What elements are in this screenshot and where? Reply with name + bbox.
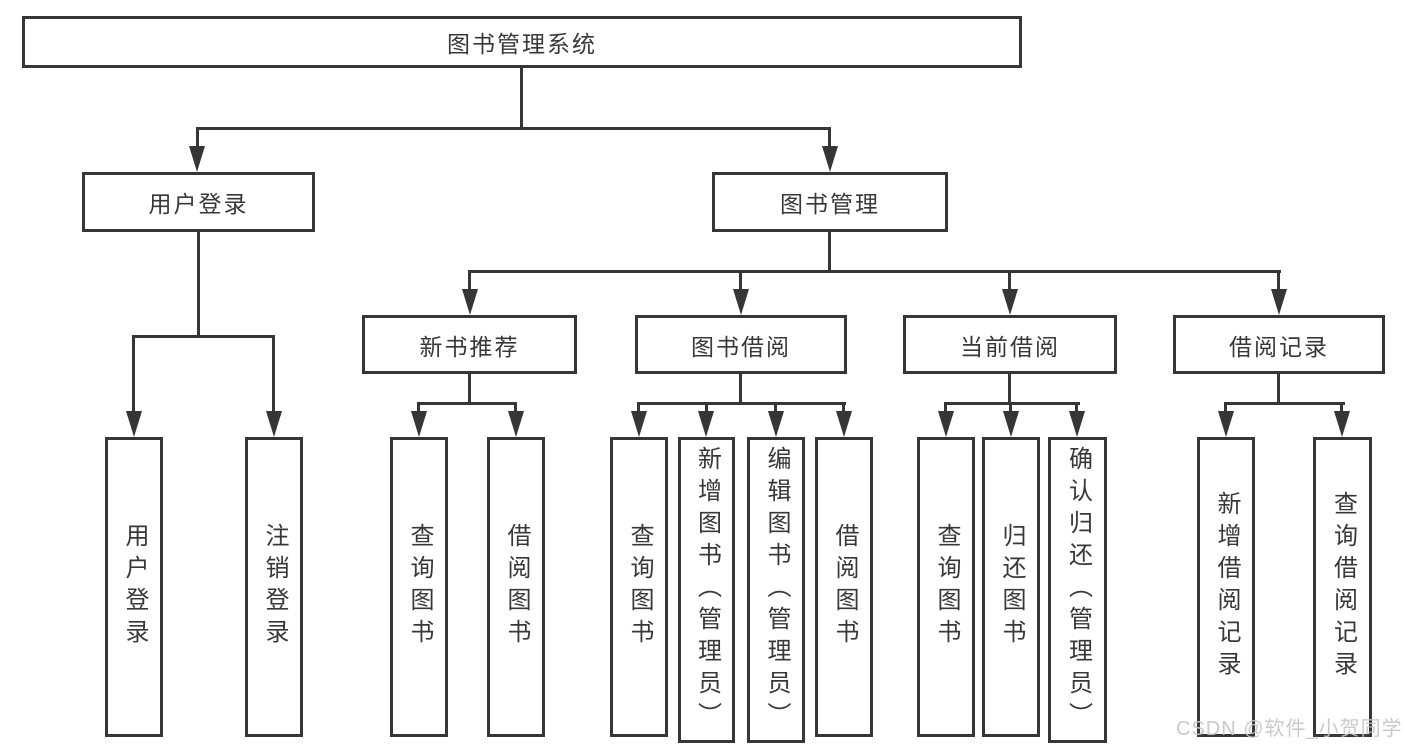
leaf-logout: 注销登录: [245, 437, 303, 737]
connector-line: [417, 402, 420, 413]
leaf-query-borrow-record-label: 查询借阅记录: [1329, 491, 1357, 683]
arrow-down-icon: [822, 146, 838, 172]
leaf-edit-book-admin: 编辑图书（管理员）: [747, 437, 805, 743]
connector-line: [468, 270, 1281, 273]
arrow-down-icon: [1002, 289, 1018, 315]
leaf-borrow-books-label: 借阅图书: [831, 523, 858, 651]
node-root: 图书管理系统: [22, 16, 1022, 68]
arrow-down-icon: [266, 411, 282, 437]
leaf-add-book-admin: 新增图书（管理员）: [678, 437, 735, 743]
node-new-book-recommend: 新书推荐: [362, 315, 577, 374]
connector-line: [1075, 402, 1078, 413]
leaf-return-book: 归还图书: [982, 437, 1040, 737]
connector-line: [417, 402, 517, 405]
connector-line: [1224, 402, 1227, 413]
node-new-book-recommend-label: 新书推荐: [419, 333, 520, 360]
connector-line: [197, 232, 200, 338]
leaf-logout-label: 注销登录: [261, 523, 288, 651]
connector-line: [774, 402, 777, 413]
arrow-down-icon: [733, 289, 749, 315]
leaf-borrow-books-recommend: 借阅图书: [487, 437, 545, 737]
arrow-down-icon: [1069, 411, 1085, 437]
leaf-query-books-current-label: 查询图书: [933, 523, 960, 651]
arrow-down-icon: [768, 411, 784, 437]
connector-line: [944, 402, 1080, 405]
leaf-borrow-books-recommend-label: 借阅图书: [503, 523, 530, 651]
arrow-down-icon: [836, 411, 852, 437]
leaf-query-books-borrow: 查询图书: [610, 437, 668, 737]
connector-line: [468, 374, 471, 405]
csdn-watermark: CSDN @软件_小贺同学: [1176, 718, 1403, 740]
connector-line: [828, 127, 831, 150]
connector-line: [637, 402, 640, 413]
leaf-add-book-admin-label: 新增图书（管理员）: [693, 446, 721, 734]
leaf-return-book-label: 归还图书: [998, 523, 1025, 651]
connector-line: [842, 402, 845, 413]
connector-line: [196, 127, 831, 130]
connector-line: [1277, 374, 1280, 405]
node-root-label: 图书管理系统: [447, 31, 597, 57]
leaf-query-borrow-record: 查询借阅记录: [1313, 437, 1372, 737]
node-book-borrow: 图书借阅: [635, 315, 847, 374]
arrow-down-icon: [698, 411, 714, 437]
connector-line: [1277, 270, 1280, 292]
connector-line: [468, 270, 471, 292]
node-borrow-records-label: 借阅记录: [1229, 333, 1329, 360]
connector-line: [1008, 270, 1011, 292]
node-borrow-records: 借阅记录: [1173, 315, 1385, 374]
connector-line: [520, 68, 523, 130]
connector-line: [196, 127, 199, 150]
leaf-borrow-books: 借阅图书: [815, 437, 873, 737]
connector-line: [1224, 402, 1345, 405]
arrow-down-icon: [189, 146, 205, 172]
leaf-query-books-recommend: 查询图书: [390, 437, 448, 737]
arrow-down-icon: [1003, 411, 1019, 437]
connector-line: [1340, 402, 1343, 413]
leaf-add-borrow-record-label: 新增借阅记录: [1213, 491, 1240, 683]
node-current-borrow: 当前借阅: [903, 315, 1117, 374]
arrow-down-icon: [1218, 411, 1234, 437]
connector-line: [132, 335, 275, 338]
arrow-down-icon: [1271, 289, 1287, 315]
node-user-login: 用户登录: [82, 172, 315, 232]
leaf-query-books-borrow-label: 查询图书: [626, 523, 653, 651]
node-book-borrow-label: 图书借阅: [691, 333, 791, 360]
leaf-user-login: 用户登录: [105, 437, 163, 737]
node-book-management: 图书管理: [712, 172, 948, 232]
leaf-confirm-return-admin: 确认归还（管理员）: [1048, 437, 1107, 743]
connector-line: [828, 232, 831, 273]
connector-line: [637, 402, 846, 405]
arrow-down-icon: [126, 411, 142, 437]
arrow-down-icon: [411, 411, 427, 437]
node-book-management-label: 图书管理: [780, 191, 880, 217]
node-current-borrow-label: 当前借阅: [960, 333, 1060, 360]
connector-line: [132, 335, 135, 415]
connector-line: [1009, 402, 1012, 413]
arrow-down-icon: [631, 411, 647, 437]
connector-line: [705, 402, 708, 413]
connector-line: [739, 374, 742, 405]
arrow-down-icon: [1334, 411, 1350, 437]
leaf-query-books-recommend-label: 查询图书: [406, 523, 433, 651]
node-user-login-label: 用户登录: [148, 191, 249, 217]
connector-line: [514, 402, 517, 413]
leaf-confirm-return-admin-label: 确认归还（管理员）: [1064, 446, 1092, 734]
leaf-add-borrow-record: 新增借阅记录: [1197, 437, 1255, 737]
arrow-down-icon: [462, 289, 478, 315]
leaf-user-login-label: 用户登录: [121, 523, 148, 651]
leaf-edit-book-admin-label: 编辑图书（管理员）: [763, 446, 790, 734]
connector-line: [272, 335, 275, 415]
arrow-down-icon: [508, 411, 524, 437]
leaf-query-books-current: 查询图书: [917, 437, 975, 737]
connector-line: [739, 270, 742, 292]
arrow-down-icon: [938, 411, 954, 437]
connector-line: [944, 402, 947, 413]
connector-line: [1008, 374, 1011, 405]
